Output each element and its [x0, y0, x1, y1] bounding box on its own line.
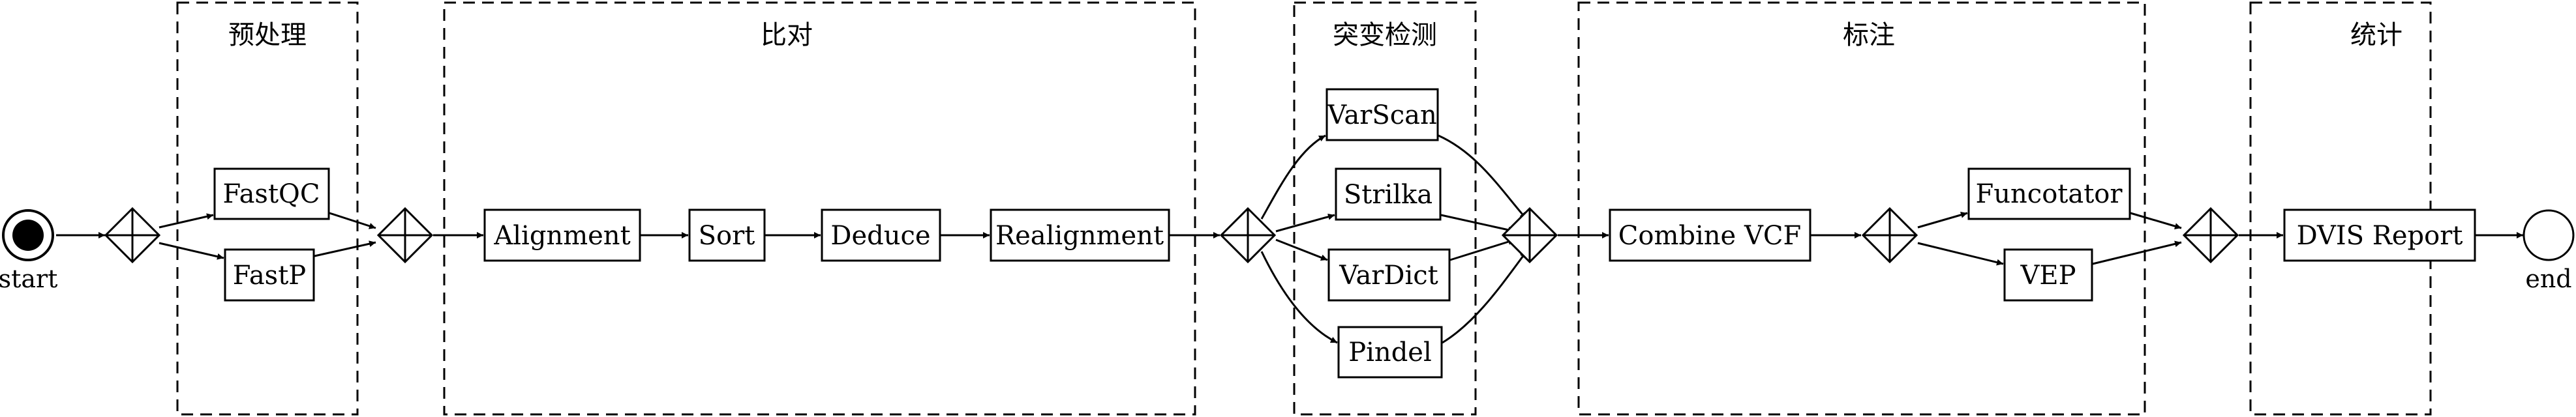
task-label-fastp: FastP [233, 261, 306, 291]
stage-title-mutation: 突变检测 [1333, 20, 1437, 50]
gateway-join-2 [1501, 207, 1558, 264]
gateways [104, 207, 2239, 264]
stage-preprocess: 预处理 [176, 1, 359, 416]
edge-split3-to-vep [1917, 242, 2004, 266]
edge-split3-to-funcotator [1917, 211, 1968, 229]
edge-split1-to-fastp [159, 242, 224, 260]
task-vardict: VarDict [1327, 248, 1451, 302]
task-label-strilka: Strilka [1344, 180, 1432, 210]
task-alignment: Alignment [483, 208, 641, 262]
task-label-pindel: Pindel [1348, 338, 1432, 367]
task-label-funcotator: Funcotator [1976, 179, 2123, 209]
task-label-vep: VEP [2020, 261, 2076, 291]
gateway-join-3 [2182, 207, 2239, 264]
task-label-vardict: VarDict [1339, 261, 1438, 291]
task-pindel: Pindel [1337, 326, 1443, 379]
edge-strilka-to-join2 [1440, 214, 1515, 233]
connectors [56, 134, 2523, 344]
task-label-sort: Sort [699, 221, 755, 251]
task-vep: VEP [2003, 248, 2093, 302]
task-label-varscan: VarScan [1327, 100, 1437, 130]
task-label-dvis-report: DVIS Report [2297, 221, 2463, 251]
task-combine-vcf: Combine VCF [1609, 208, 1811, 262]
edge-split2-to-pindel [1260, 251, 1338, 344]
stage-mutation: 突变检测 [1293, 1, 1477, 416]
edge-split2-to-vardict [1275, 238, 1328, 261]
stage-stats: 统计 [2249, 1, 2432, 416]
gateway-split-1 [104, 207, 161, 264]
task-deduce: Deduce [821, 208, 941, 262]
start-event: start [0, 209, 57, 293]
gateway-split-3 [1861, 207, 1918, 264]
edge-vep-to-join3 [2092, 240, 2182, 265]
task-strilka: Strilka [1335, 167, 1442, 221]
start-dot [12, 220, 44, 251]
task-label-realignment: Realignment [995, 221, 1164, 251]
task-label-fastqc: FastQC [223, 179, 320, 209]
edge-fastp-to-join1 [314, 240, 376, 257]
gateway-split-2 [1219, 207, 1277, 264]
edge-funcotator-to-join3 [2130, 212, 2182, 229]
task-label-combine-vcf: Combine VCF [1618, 221, 1801, 251]
edge-split2-to-varscan [1260, 134, 1326, 220]
stage-align: 比对 [443, 1, 1196, 416]
end-event: end [2523, 209, 2575, 293]
gateway-join-1 [376, 207, 434, 264]
stage-annotate: 标注 [1577, 1, 2146, 416]
edge-split1-to-fastqc [159, 213, 214, 229]
task-varscan: VarScan [1326, 88, 1439, 141]
edge-vardict-to-join2 [1449, 238, 1515, 261]
task-sort: Sort [688, 208, 766, 262]
task-label-alignment: Alignment [493, 221, 630, 251]
end-label: end [2525, 265, 2571, 293]
edge-varscan-to-join2 [1438, 134, 1528, 220]
task-fastp: FastP [224, 248, 315, 302]
edge-split2-to-strilka [1275, 213, 1335, 233]
start-label: start [0, 265, 57, 293]
task-fastqc: FastQC [213, 167, 330, 220]
task-label-deduce: Deduce [830, 221, 930, 251]
stage-title-stats: 统计 [2350, 20, 2402, 50]
stage-title-preprocess: 预处理 [228, 20, 307, 50]
edge-pindel-to-join2 [1442, 251, 1528, 344]
task-realignment: Realignment [990, 208, 1170, 262]
task-dvis-report: DVIS Report [2283, 208, 2476, 262]
stage-title-align: 比对 [761, 20, 813, 50]
task-funcotator: Funcotator [1967, 167, 2131, 220]
edge-fastqc-to-join1 [329, 212, 376, 229]
stage-title-annotate: 标注 [1843, 20, 1895, 50]
